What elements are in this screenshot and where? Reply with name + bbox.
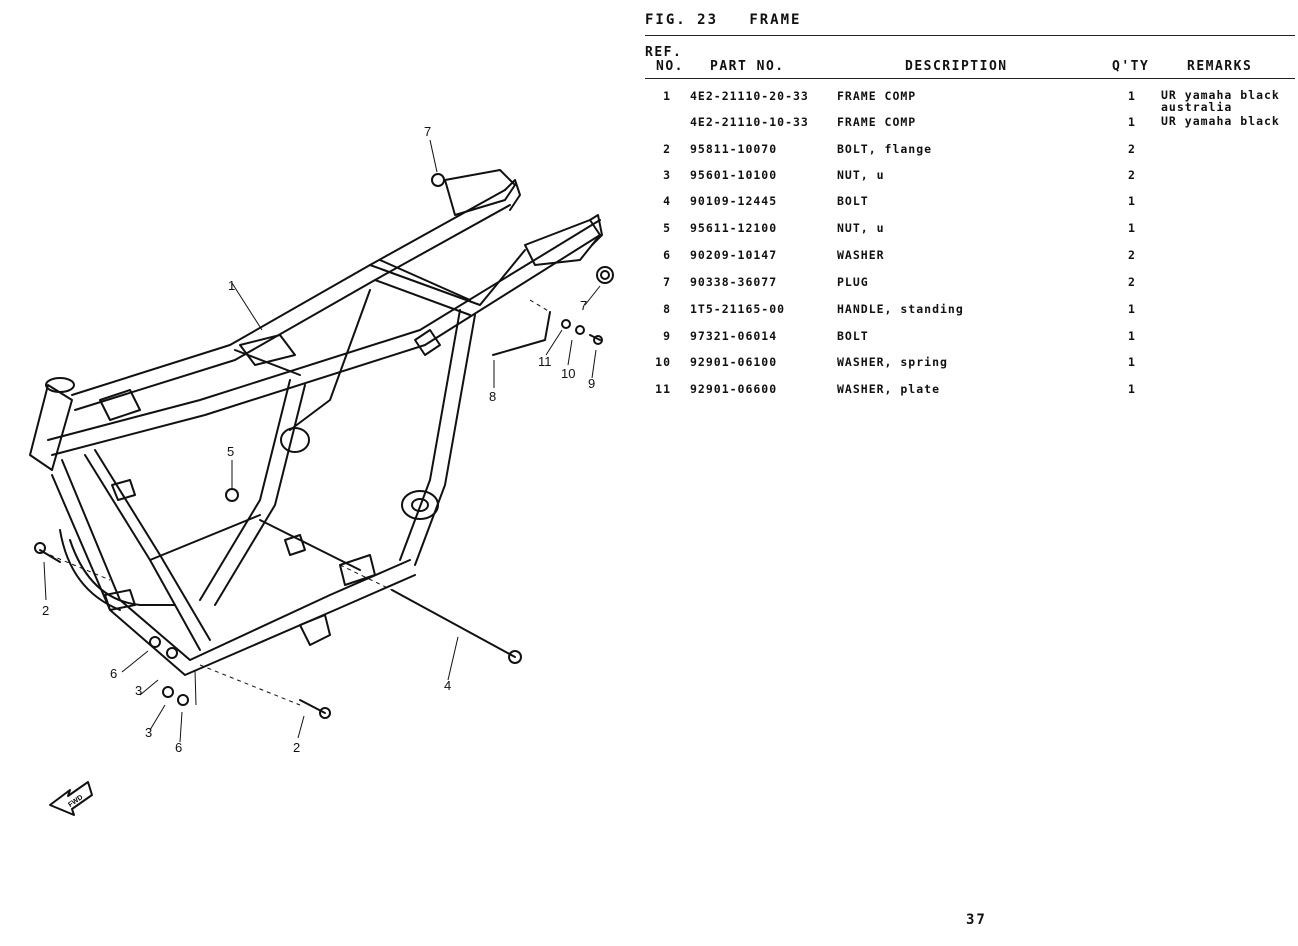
- ref-no: 2: [663, 142, 671, 156]
- description: WASHER, plate: [837, 382, 941, 396]
- ref-no: 11: [655, 382, 671, 396]
- ref-no: 9: [663, 329, 671, 343]
- qty: 1: [1128, 355, 1136, 369]
- callout-1: 1: [228, 278, 235, 293]
- part-no: 97321-06014: [690, 329, 778, 343]
- header-remarks: REMARKS: [1187, 59, 1253, 74]
- qty: 1: [1128, 221, 1136, 235]
- callout-5: 5: [227, 444, 234, 459]
- standing-handle: [492, 311, 551, 356]
- header-part-no: PART NO.: [710, 59, 785, 74]
- page-number: 37: [966, 912, 987, 928]
- callout-7b: 7: [580, 298, 587, 313]
- remarks: UR yamaha black australia: [1161, 88, 1280, 114]
- bolt-4-shaft: [391, 589, 516, 658]
- description: NUT, u: [837, 221, 885, 235]
- part-no: 90209-10147: [690, 248, 778, 262]
- ref-no: 1: [663, 89, 671, 103]
- qty: 1: [1128, 89, 1136, 103]
- callout-3a: 3: [135, 683, 142, 698]
- table-row: 5 95611-12100 NUT, u 1: [645, 221, 1295, 235]
- description: BOLT: [837, 329, 869, 343]
- qty: 1: [1128, 382, 1136, 396]
- qty: 1: [1128, 194, 1136, 208]
- part-no: 90109-12445: [690, 194, 778, 208]
- header-rule-top: [645, 35, 1295, 36]
- remarks: UR yamaha black: [1161, 114, 1280, 128]
- qty: 2: [1128, 168, 1136, 182]
- callout-9: 9: [588, 376, 595, 391]
- header-ref-line2: NO.: [656, 59, 684, 74]
- ref-no: 10: [655, 355, 671, 369]
- top-rail-left: [71, 189, 506, 396]
- ref-no: 7: [663, 275, 671, 289]
- callout-2a: 2: [42, 603, 49, 618]
- table-row: 6 90209-10147 WASHER 2: [645, 248, 1295, 262]
- table-row: 7 90338-36077 PLUG 2: [645, 275, 1295, 289]
- part-no: 92901-06100: [690, 355, 778, 369]
- table-row: 3 95601-10100 NUT, u 2: [645, 168, 1295, 182]
- part-no: 90338-36077: [690, 275, 778, 289]
- part-no: 92901-06600: [690, 382, 778, 396]
- callout-7a: 7: [424, 124, 431, 139]
- figure-title: FIG. 23 FRAME: [645, 12, 801, 28]
- table-row: 10 92901-06100 WASHER, spring 1: [645, 355, 1295, 369]
- qty: 1: [1128, 302, 1136, 316]
- figure-name: FRAME: [749, 12, 802, 28]
- ref-no: 8: [663, 302, 671, 316]
- header-ref-line1: REF.: [645, 45, 683, 60]
- center-tube: [199, 379, 291, 601]
- callout-4: 4: [444, 678, 451, 693]
- ref-no: 6: [663, 248, 671, 262]
- qty: 1: [1128, 329, 1136, 343]
- description: HANDLE, standing: [837, 302, 964, 316]
- qty: 2: [1128, 248, 1136, 262]
- table-row: 1 4E2-21110-20-33 FRAME COMP 1 UR yamaha…: [645, 89, 1295, 113]
- callout-3b: 3: [145, 725, 152, 740]
- table-row: 4E2-21110-10-33 FRAME COMP 1 UR yamaha b…: [645, 115, 1295, 129]
- description: FRAME COMP: [837, 115, 917, 129]
- callout-6b: 6: [175, 740, 182, 755]
- header-rule-bottom: [645, 78, 1295, 79]
- qty: 2: [1128, 275, 1136, 289]
- header-description: DESCRIPTION: [905, 59, 1008, 74]
- description: FRAME COMP: [837, 89, 917, 103]
- description: WASHER: [837, 248, 885, 262]
- description: BOLT: [837, 194, 869, 208]
- down-tube-left: [61, 459, 411, 661]
- frame-exploded-diagram: 1 2 2 3 3 4 5 6 6 7 7 8 9 10 11 FWD: [29, 124, 614, 816]
- callout-8: 8: [489, 389, 496, 404]
- description: NUT, u: [837, 168, 885, 182]
- header-qty: Q'TY: [1112, 59, 1150, 74]
- fwd-arrow-icon: [49, 781, 93, 816]
- part-no: 4E2-21110-20-33: [690, 89, 809, 103]
- ref-no: 3: [663, 168, 671, 182]
- table-row: 11 92901-06600 WASHER, plate 1: [645, 382, 1295, 396]
- part-no: 95611-12100: [690, 221, 778, 235]
- description: PLUG: [837, 275, 869, 289]
- part-no: 95601-10100: [690, 168, 778, 182]
- headstock-tube: [29, 384, 73, 471]
- part-no: 4E2-21110-10-33: [690, 115, 809, 129]
- description: WASHER, spring: [837, 355, 948, 369]
- swingarm-pivot: [401, 490, 439, 520]
- table-row: 2 95811-10070 BOLT, flange 2: [645, 142, 1295, 156]
- qty: 1: [1128, 115, 1136, 129]
- table-row: 8 1T5-21165-00 HANDLE, standing 1: [645, 302, 1295, 316]
- callout-2b: 2: [293, 740, 300, 755]
- table-row: 9 97321-06014 BOLT 1: [645, 329, 1295, 343]
- ref-no: 4: [663, 194, 671, 208]
- callout-11: 11: [538, 354, 552, 369]
- description: BOLT, flange: [837, 142, 933, 156]
- callout-6a: 6: [110, 666, 117, 681]
- top-rail-right: [47, 219, 601, 441]
- table-row: 4 90109-12445 BOLT 1: [645, 194, 1295, 208]
- part-no: 1T5-21165-00: [690, 302, 786, 316]
- part-no: 95811-10070: [690, 142, 778, 156]
- figure-label: FIG. 23: [645, 12, 719, 28]
- callout-10: 10: [561, 366, 575, 381]
- down-tube-right: [84, 454, 201, 651]
- qty: 2: [1128, 142, 1136, 156]
- ref-no: 5: [663, 221, 671, 235]
